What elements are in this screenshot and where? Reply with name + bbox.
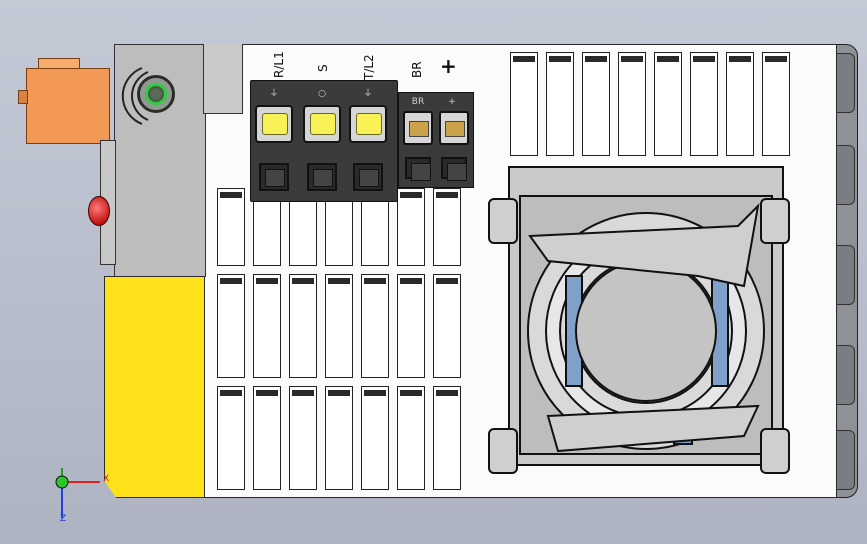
terminal-icon-t-l2: ⏚ bbox=[363, 89, 373, 99]
fan-clip-bottom-left[interactable] bbox=[488, 428, 518, 474]
vent-slot bbox=[253, 274, 281, 378]
terminal-label-r-l1: R/L1 bbox=[272, 51, 286, 78]
terminal-label-t-l2: T/L2 bbox=[362, 54, 376, 80]
status-led-icon bbox=[145, 83, 167, 105]
vent-slot bbox=[217, 386, 245, 490]
vent-slot bbox=[654, 52, 682, 156]
terminal-slot-s[interactable] bbox=[303, 105, 341, 143]
vent-slot bbox=[253, 386, 281, 490]
terminal-icon-br: BR bbox=[411, 97, 425, 107]
vent-slot bbox=[289, 386, 317, 490]
brake-terminal-block: BR + bbox=[398, 92, 474, 188]
reset-button[interactable] bbox=[88, 196, 110, 226]
terminal-slot-br[interactable] bbox=[403, 111, 433, 145]
vent-slot bbox=[762, 52, 790, 156]
vent-slot bbox=[433, 274, 461, 378]
vent-slot bbox=[726, 52, 754, 156]
terminal-slot-r-l1[interactable] bbox=[255, 105, 293, 143]
vent-slot bbox=[361, 386, 389, 490]
mains-terminal-block: ⏚ ○ ⏚ bbox=[250, 80, 398, 202]
vent-slot bbox=[690, 52, 718, 156]
axis-label-z: Z bbox=[60, 514, 67, 524]
vent-slot bbox=[289, 274, 317, 378]
vent-slot bbox=[510, 52, 538, 156]
vent-slot bbox=[397, 188, 425, 266]
orange-connector[interactable] bbox=[26, 68, 110, 144]
terminal-icon-plus: + bbox=[448, 97, 456, 107]
status-light-ring bbox=[137, 75, 175, 113]
fan-guard-icon bbox=[519, 195, 773, 455]
fan-clip-top-right[interactable] bbox=[760, 198, 790, 244]
vent-slot bbox=[582, 52, 610, 156]
axis-label-x: X bbox=[103, 474, 110, 484]
status-light-arc-icon bbox=[121, 67, 149, 125]
terminal-release-t-l2[interactable] bbox=[353, 163, 383, 191]
vent-slot bbox=[217, 188, 245, 266]
terminal-release-s[interactable] bbox=[307, 163, 337, 191]
yellow-side-panel bbox=[104, 276, 205, 498]
terminal-label-br: BR bbox=[410, 61, 424, 78]
fan-clip-bottom-right[interactable] bbox=[760, 428, 790, 474]
terminal-slot-t-l2[interactable] bbox=[349, 105, 387, 143]
terminal-label-plus: + bbox=[440, 54, 457, 78]
vent-slot bbox=[361, 274, 389, 378]
vent-slot bbox=[618, 52, 646, 156]
fan-clip-top-left[interactable] bbox=[488, 198, 518, 244]
vent-slot bbox=[325, 386, 353, 490]
terminal-release-plus[interactable] bbox=[441, 157, 467, 181]
vent-slot bbox=[397, 386, 425, 490]
terminal-release-br[interactable] bbox=[405, 157, 431, 181]
terminal-label-s: S bbox=[316, 64, 330, 72]
terminal-slot-plus[interactable] bbox=[439, 111, 469, 145]
vent-slot bbox=[325, 274, 353, 378]
axis-triad-icon bbox=[55, 468, 100, 518]
terminal-icon-r-l1: ⏚ bbox=[269, 89, 279, 99]
vent-slot bbox=[397, 274, 425, 378]
terminal-icon-s: ○ bbox=[318, 89, 326, 99]
housing-notch bbox=[203, 44, 243, 114]
terminal-release-r-l1[interactable] bbox=[259, 163, 289, 191]
connector-pin bbox=[18, 90, 28, 104]
vent-slot bbox=[546, 52, 574, 156]
vent-slot bbox=[217, 274, 245, 378]
vent-slot bbox=[433, 188, 461, 266]
vent-slot bbox=[433, 386, 461, 490]
